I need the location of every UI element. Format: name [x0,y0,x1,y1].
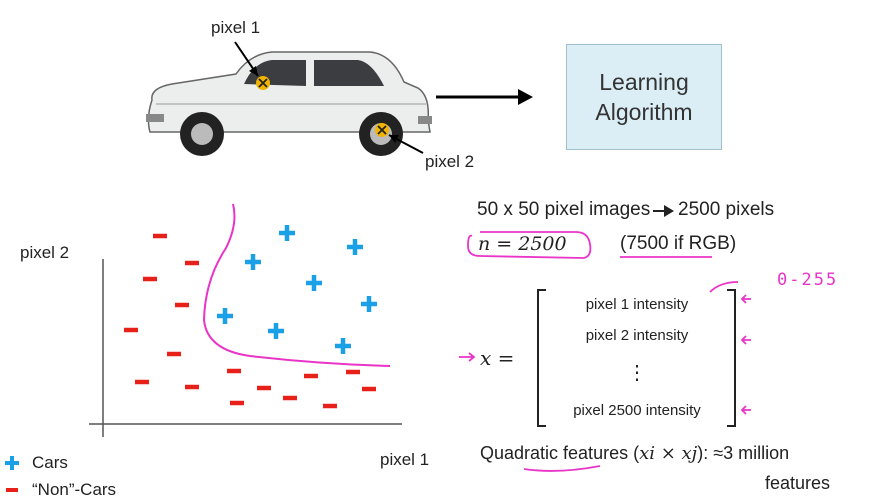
car-point [306,275,322,291]
car-point [245,254,261,270]
pixel-count-text: 2500 pixels [678,199,775,220]
quadratic-features-text: Quadratic features (xi × xj): ≈3 million [480,443,789,464]
pixel-2-marker [375,123,389,137]
legend-noncars-label: “Non”-Cars [32,480,117,499]
pixel-1-car-label: pixel 1 [211,18,261,37]
algorithm-box-line1: Learning [599,69,689,95]
x-equation: x = [480,346,515,370]
car-point [335,338,351,354]
arrow-right-icon [653,205,674,217]
car-image [146,51,432,156]
scatter-points [124,225,377,409]
range-annotation: 0-255 [777,270,839,290]
car-point [361,296,377,312]
pixel-1-marker [256,76,270,90]
vector-ellipsis: ⋮ [627,362,647,384]
car-point [268,323,284,339]
algorithm-box-line2: Algorithm [595,99,693,125]
quadratic-suffix: ): ≈3 million [697,443,790,463]
pixel-2-car-label: pixel 2 [425,152,475,171]
vector-row-2: pixel 2 intensity [585,327,689,344]
plot-xlabel: pixel 1 [380,450,430,469]
rgb-note: (7500 if RGB) [620,233,737,254]
vector-row-last: pixel 2500 intensity [573,402,701,419]
legend-markers [5,456,19,492]
car-point [279,225,295,241]
to-algorithm-arrow [436,89,533,105]
decision-boundary [202,203,391,367]
quadratic-features-line2: features [765,473,831,493]
car-point [347,239,363,255]
car-point [217,308,233,324]
legend-cars-label: Cars [32,453,68,472]
quadratic-math: xi × xj [639,443,698,464]
learning-algorithm-box: Learning Algorithm [566,44,722,150]
pixel-callout-arrows [234,41,424,154]
vector-brackets [537,289,736,427]
handwritten-annotations [459,231,751,472]
quadratic-prefix: Quadratic features ( [480,443,640,463]
n-equation: n = 2500 [478,233,567,255]
plot-axes [89,259,402,437]
plot-ylabel: pixel 2 [20,243,70,262]
vector-row-1: pixel 1 intensity [585,296,689,313]
image-size-text: 50 x 50 pixel images [477,199,651,220]
